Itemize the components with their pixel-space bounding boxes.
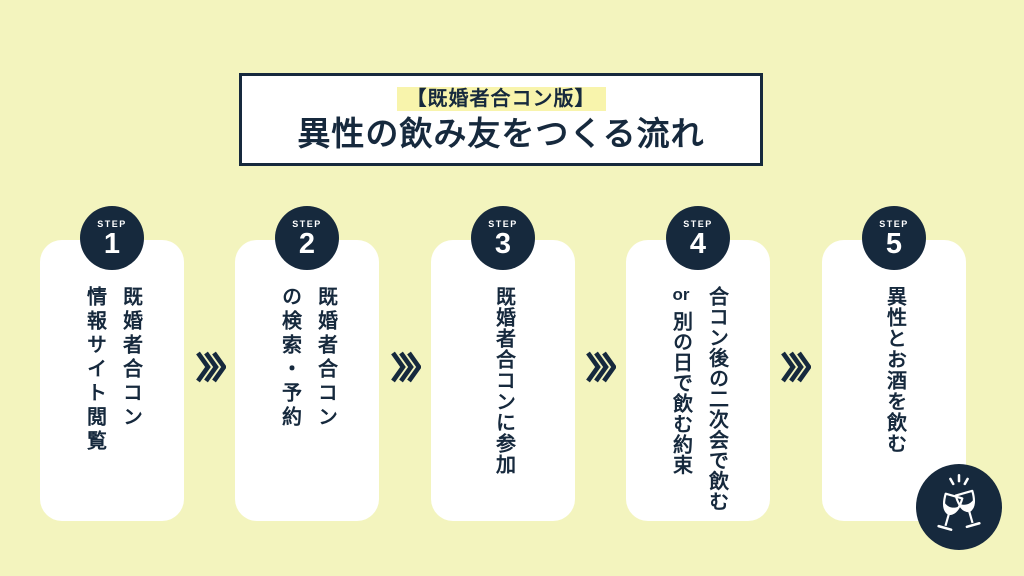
step-text-2: 既婚者合コン の検索・予約 xyxy=(235,286,379,430)
step-badge-number: 4 xyxy=(689,227,707,260)
flow-arrow-icon xyxy=(586,351,617,383)
step-text-line-part: 別の日で飲む約束 xyxy=(669,311,692,475)
step-badge-1: STEP 1 xyxy=(80,206,144,270)
step-text-line: or 別の日で飲む約束 xyxy=(667,286,694,475)
step-card-3: STEP 3 既婚者合コンに参加 xyxy=(431,206,575,521)
step-text-line: 合コン後の二次会で飲む xyxy=(705,286,728,512)
step-card-2: STEP 2 既婚者合コン の検索・予約 xyxy=(235,206,379,521)
step-text-line: 既婚者合コン xyxy=(314,286,337,430)
step-badge-number: 2 xyxy=(298,227,316,260)
flow-arrow-icon xyxy=(391,351,422,383)
step-card-1: STEP 1 既婚者合コン 情報サイト閲覧 xyxy=(40,206,184,521)
step-text-5: 異性とお酒を飲む xyxy=(822,286,966,454)
subtitle-highlight: 【既婚者合コン版】 xyxy=(396,86,606,111)
step-badge-number: 3 xyxy=(494,227,512,260)
step-text-line: の検索・予約 xyxy=(278,286,301,430)
step-badge-3: STEP 3 xyxy=(471,206,535,270)
step-badge-label: STEP xyxy=(879,218,909,229)
step-text-4: 合コン後の二次会で飲む or 別の日で飲む約束 xyxy=(626,286,770,512)
or-label: or xyxy=(672,286,690,303)
flow-arrow-icon xyxy=(781,351,812,383)
step-badge-label: STEP xyxy=(97,218,127,229)
step-badge-number: 5 xyxy=(885,227,903,260)
step-badge-label: STEP xyxy=(488,218,518,229)
step-badge-5: STEP 5 xyxy=(862,206,926,270)
flow-arrow-icon xyxy=(196,351,227,383)
cheers-glasses-icon xyxy=(916,464,1002,550)
step-text-3: 既婚者合コンに参加 xyxy=(431,286,575,475)
step-card-4: STEP 4 合コン後の二次会で飲む or 別の日で飲む約束 xyxy=(626,206,770,521)
step-badge-4: STEP 4 xyxy=(666,206,730,270)
step-text-line: 情報サイト閲覧 xyxy=(83,286,106,454)
step-text-1: 既婚者合コン 情報サイト閲覧 xyxy=(40,286,184,454)
step-text-line: 既婚者合コン xyxy=(119,286,142,430)
subtitle: 【既婚者合コン版】 xyxy=(396,86,606,112)
step-badge-label: STEP xyxy=(292,218,322,229)
step-badge-number: 1 xyxy=(103,227,121,260)
step-badge-label: STEP xyxy=(683,218,713,229)
page-title: 異性の飲み友をつくる流れ xyxy=(297,114,705,152)
step-text-line: 異性とお酒を飲む xyxy=(883,286,906,454)
step-text-line: 既婚者合コンに参加 xyxy=(492,286,515,475)
title-box: 【既婚者合コン版】 異性の飲み友をつくる流れ xyxy=(239,73,763,166)
step-badge-2: STEP 2 xyxy=(275,206,339,270)
